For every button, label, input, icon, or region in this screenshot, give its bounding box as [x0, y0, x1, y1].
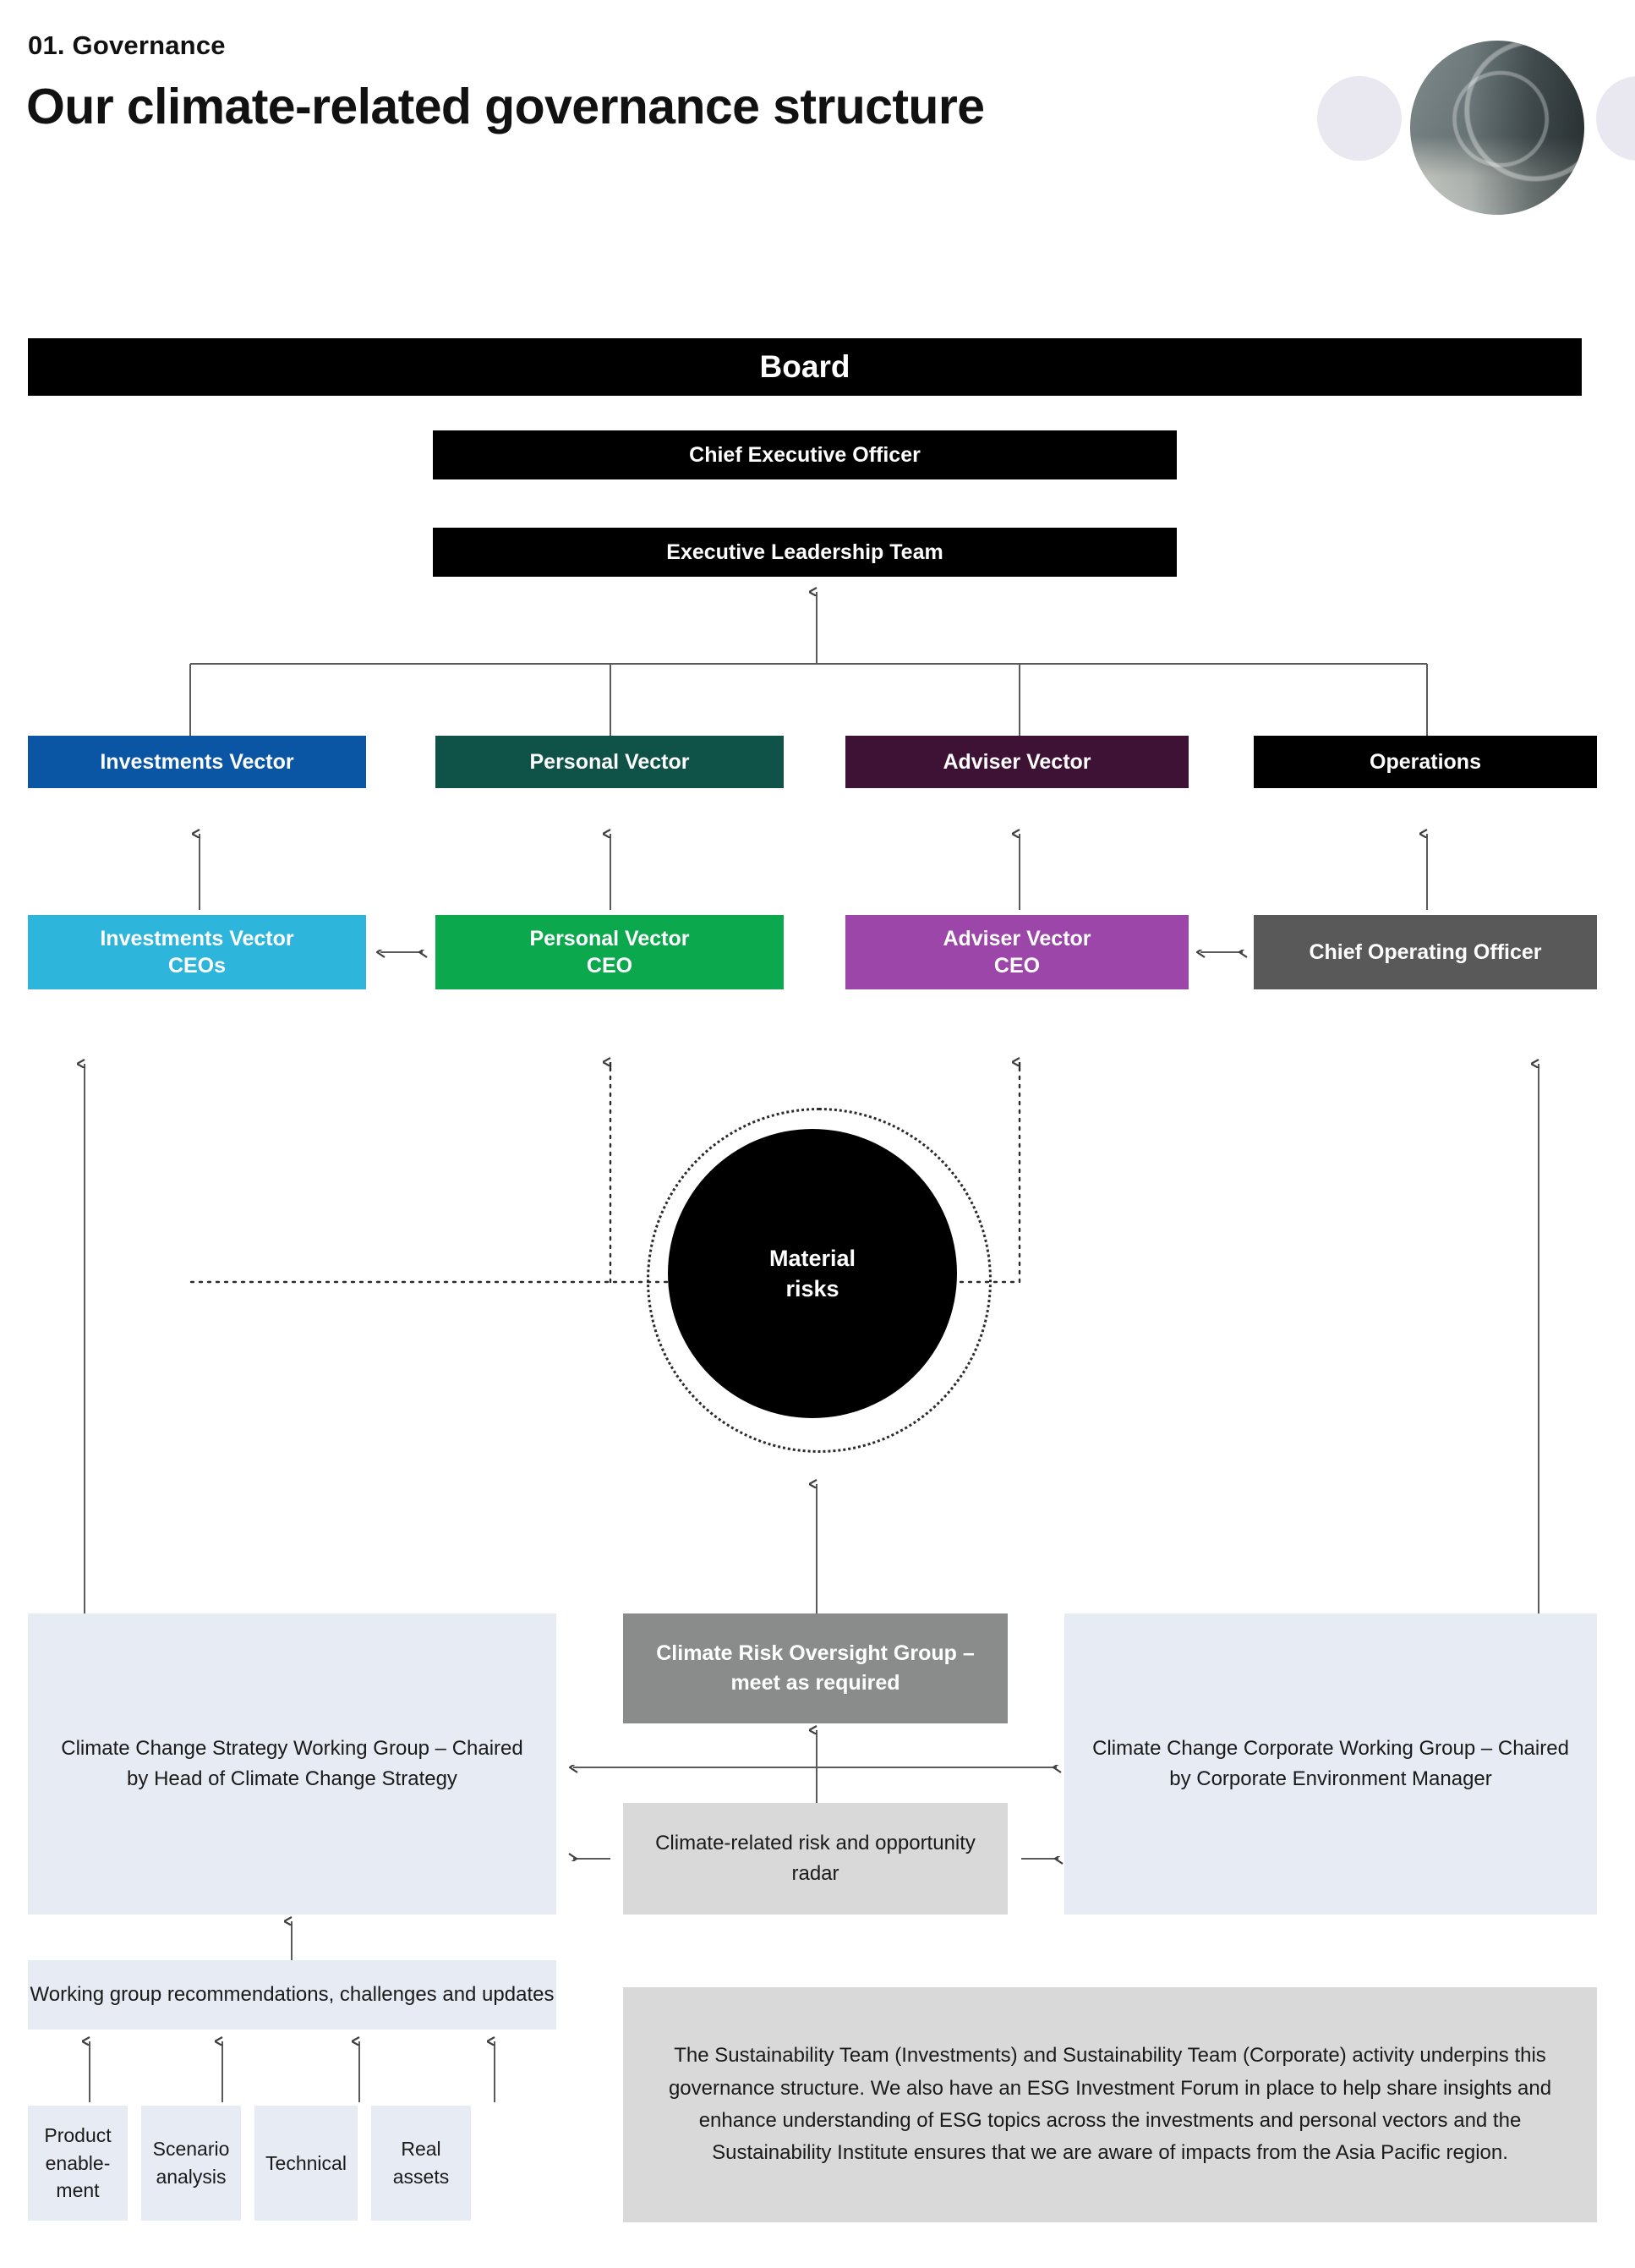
node-chief-operating-officer[interactable]: Chief Operating Officer: [1254, 915, 1597, 989]
material-risks-dotted-ring: [647, 1108, 992, 1453]
decorative-circle-small-left: [1317, 76, 1402, 161]
node-adviser-vector-ceo[interactable]: Adviser Vector CEO: [845, 915, 1189, 989]
node-adviser-vector[interactable]: Adviser Vector: [845, 736, 1189, 788]
node-material-risks[interactable]: Material risks: [668, 1129, 957, 1418]
node-chief-executive-officer[interactable]: Chief Executive Officer: [433, 430, 1177, 479]
node-operations[interactable]: Operations: [1254, 736, 1597, 788]
page-title: Our climate-related governance structure: [26, 79, 985, 134]
node-investments-vector[interactable]: Investments Vector: [28, 736, 366, 788]
node-real-assets[interactable]: Real assets: [371, 2106, 471, 2221]
node-climate-change-corporate-working-group[interactable]: Climate Change Corporate Working Group –…: [1064, 1613, 1597, 1915]
node-investments-vector-ceos[interactable]: Investments Vector CEOs: [28, 915, 366, 989]
node-climate-risk-oversight-group[interactable]: Climate Risk Oversight Group – meet as r…: [623, 1613, 1008, 1723]
node-personal-vector[interactable]: Personal Vector: [435, 736, 784, 788]
node-technical[interactable]: Technical: [254, 2106, 358, 2221]
node-climate-change-strategy-working-group[interactable]: Climate Change Strategy Working Group – …: [28, 1613, 556, 1915]
node-product-enablement[interactable]: Product enable- ment: [28, 2106, 128, 2221]
sustainability-team-footnote: The Sustainability Team (Investments) an…: [623, 1987, 1597, 2222]
node-board[interactable]: Board: [28, 338, 1582, 396]
node-personal-vector-ceo[interactable]: Personal Vector CEO: [435, 915, 784, 989]
section-eyebrow: 01. Governance: [28, 30, 226, 60]
node-working-group-recommendations[interactable]: Working group recommendations, challenge…: [28, 1960, 556, 2030]
decorative-circle-small-right: [1596, 76, 1635, 161]
decorative-photo-circle: [1410, 41, 1584, 215]
node-executive-leadership-team[interactable]: Executive Leadership Team: [433, 528, 1177, 577]
node-climate-related-risk-and-opportunity-radar[interactable]: Climate-related risk and opportunity rad…: [623, 1803, 1008, 1915]
node-scenario-analysis[interactable]: Scenario analysis: [141, 2106, 241, 2221]
